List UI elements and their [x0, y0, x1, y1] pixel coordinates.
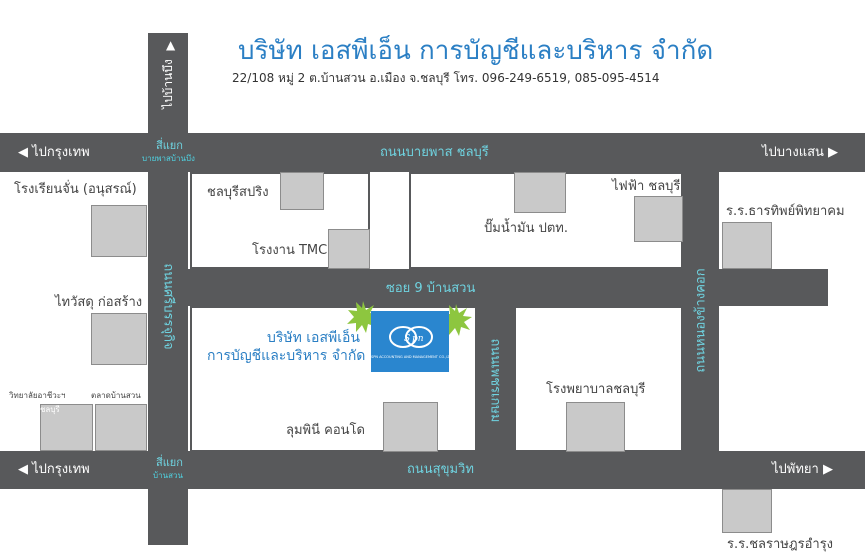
- label-middle-vertical-road: ถนนเพชรเกษม: [487, 338, 503, 423]
- label-sukhumvit-road: ถนนสุขุมวิท: [407, 462, 474, 477]
- road-bypass: [0, 133, 865, 172]
- label-school-left: โรงเรียนจั่น (อนุสรณ์): [14, 182, 137, 197]
- building-condo: [383, 402, 438, 452]
- arrow-left-icon: ◀: [18, 145, 33, 160]
- label-gas-station: ปั๊มน้ำมัน ปตท.: [484, 221, 568, 236]
- building-school-left: [91, 205, 147, 257]
- spn-logo-icon: S pn: [389, 326, 433, 348]
- logo-text: SPN ACCOUNTING AND MANAGEMENT CO.,LTD.: [371, 355, 454, 359]
- label-market: ตลาดบ้านสวน: [91, 391, 141, 400]
- label-tmc: โรงงาน TMC: [252, 243, 328, 258]
- label-school-bottom: ร.ร.ชลราษฎรอำรุง: [727, 537, 834, 552]
- burst-icon: [440, 304, 472, 336]
- direction-to-ban-bueng: ▲: [158, 39, 175, 51]
- direction-to-bangsaen: ไปบางแสน ▶: [762, 145, 839, 160]
- building-electricity: [634, 196, 683, 242]
- label-vocational: วิทยาลัยอาชีวะฯ: [9, 391, 66, 400]
- building-vocational: [40, 404, 93, 451]
- company-label-line2: การบัญชีและบริหาร จำกัด: [207, 347, 366, 364]
- arrow-up-icon: ▲: [166, 38, 176, 52]
- building-hardware: [91, 313, 147, 365]
- building-school-bottom: [722, 489, 772, 533]
- label-soi-9: ซอย 9 บ้านสวน: [386, 281, 476, 296]
- building-gas-station: [514, 172, 566, 213]
- company-label-line1: บริษัท เอสพีเอ็น: [266, 330, 360, 346]
- road-right-vertical: [683, 172, 719, 452]
- label-hardware: ไทวัสดุ ก่อสร้าง: [55, 295, 143, 310]
- label-chonburi-sports: ชลบุรีสปริง: [207, 185, 269, 200]
- arrow-right-icon: ▶: [818, 462, 833, 477]
- building-chonburi-sports: [280, 172, 324, 210]
- label-left-vertical-road: ถนนศรีบรรจุกิจ: [160, 263, 176, 350]
- arrow-right-icon: ▶: [823, 145, 839, 160]
- label-junction-bottom-sub: บ้านสวน: [153, 471, 183, 480]
- label-junction-top: สี่แยก: [156, 139, 183, 152]
- label-junction-bottom: สี่แยก: [156, 456, 183, 469]
- direction-to-bangkok-bottom: ◀ ไปกรุงเทพ: [18, 462, 90, 477]
- road-middle-vertical: [477, 306, 514, 452]
- building-school-right: [722, 222, 772, 269]
- label-condo: ลุมพินี คอนโด: [286, 423, 365, 438]
- road-sukhumvit: [0, 451, 865, 489]
- svg-text:pn: pn: [412, 334, 424, 344]
- label-hospital: โรงพยาบาลชลบุรี: [546, 382, 646, 397]
- arrow-left-icon: ◀: [18, 462, 33, 477]
- company-logo: S pn SPN ACCOUNTING AND MANAGEMENT CO.,L…: [371, 311, 454, 372]
- label-vocational-2: ชลบุรี: [40, 405, 60, 414]
- company-label: บริษัท เอสพีเอ็น การบัญชีและบริหาร จำกัด: [207, 330, 366, 365]
- direction-to-pattaya: ไปพัทยา ▶: [772, 462, 833, 477]
- svg-text:S: S: [404, 334, 410, 344]
- label-electricity: ไฟฟ้า ชลบุรี: [612, 179, 681, 194]
- label-right-vertical-road: ถนนหนองข้างคอก: [693, 268, 709, 373]
- page-title: บริษัท เอสพีเอ็น การบัญชีและบริหาร จำกัด: [238, 36, 714, 66]
- company-address: 22/108 หมู่ 2 ต.บ้านสวน อ.เมือง จ.ชลบุรี…: [232, 71, 660, 85]
- label-to-ban-bueng: ไปบ้านบึง: [161, 59, 175, 109]
- building-market: [95, 404, 147, 451]
- building-tmc: [328, 229, 370, 269]
- direction-to-bangkok-top: ◀ ไปกรุงเทพ: [18, 145, 90, 160]
- label-junction-top-sub: บายพาสบ้านบึง: [142, 154, 195, 163]
- label-bypass-road: ถนนบายพาส ชลบุรี: [380, 145, 489, 160]
- label-school-right: ร.ร.ธารทิพย์พิทยาคม: [726, 204, 845, 219]
- building-hospital: [566, 402, 625, 452]
- road-left-vertical: [148, 33, 188, 545]
- road-soi-9: [148, 269, 828, 306]
